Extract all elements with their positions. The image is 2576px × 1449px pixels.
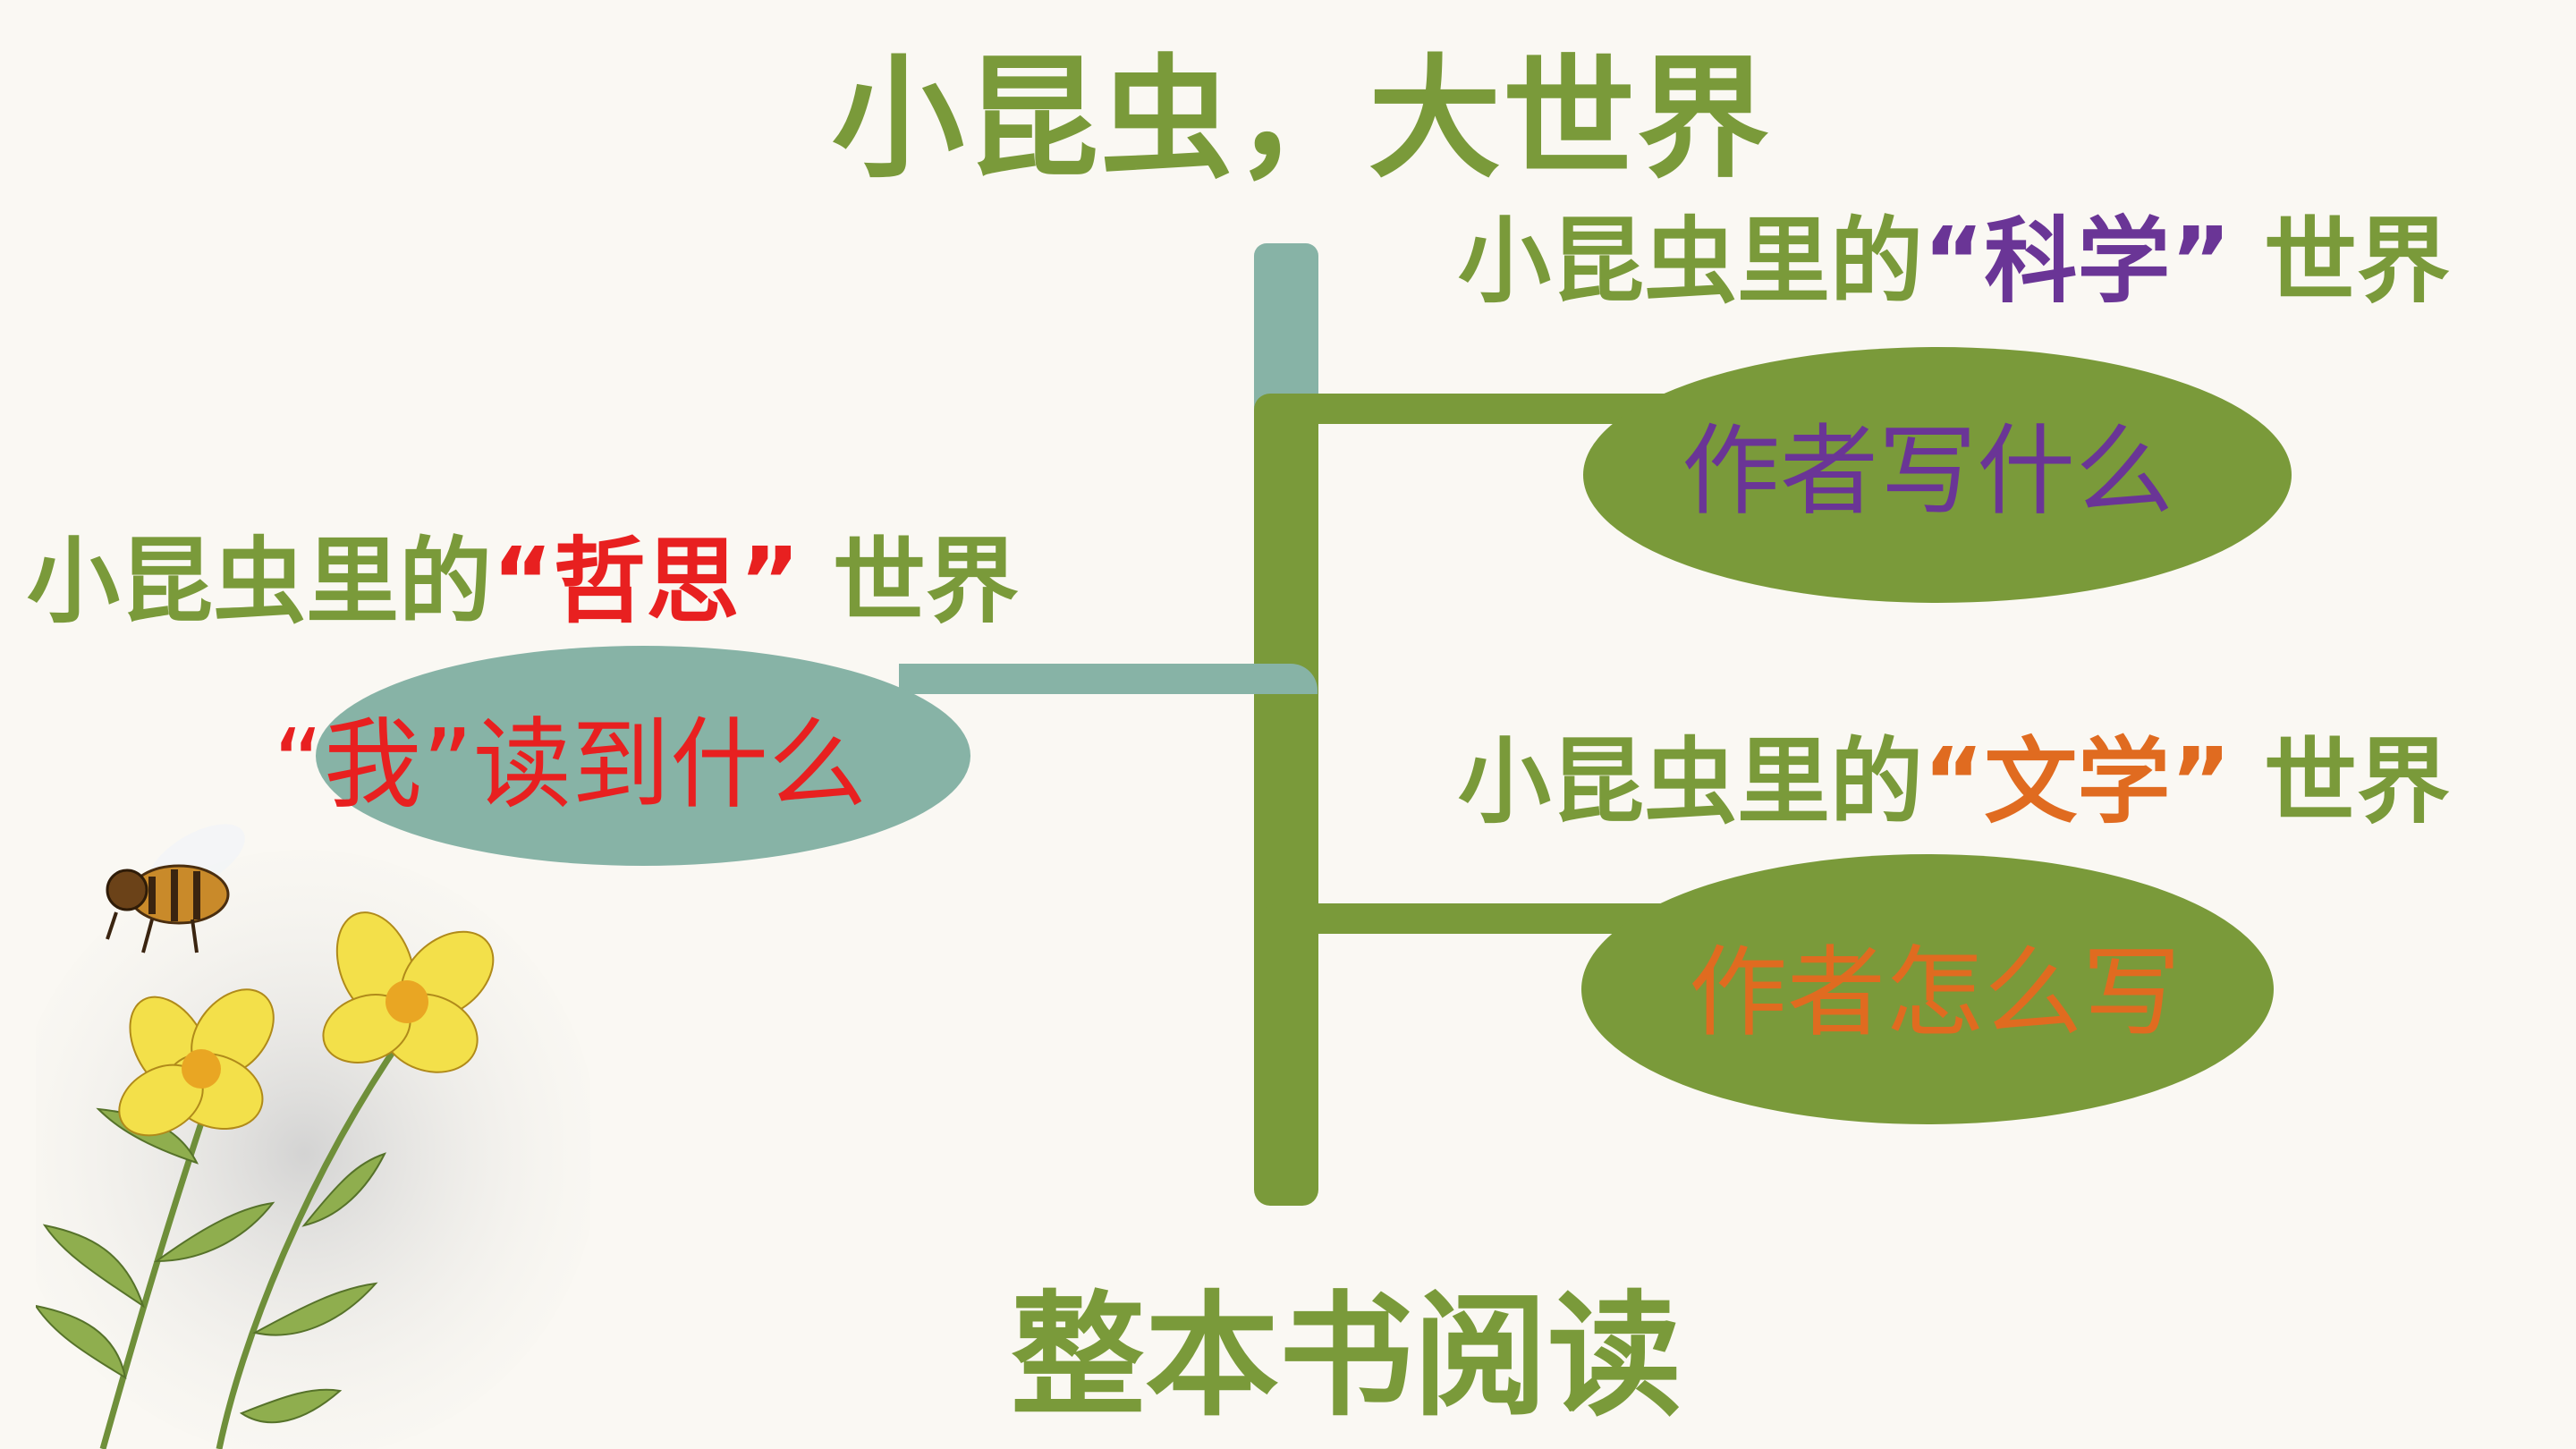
oval-what-author-writes: 作者写什么: [1583, 347, 2292, 603]
trunk-green: [1254, 394, 1318, 1206]
oval-how-author-writes: 作者怎么写: [1581, 854, 2274, 1124]
heading-literature: 小昆虫里的“文学” 世界: [1458, 735, 2450, 828]
bottom-title: 整本书阅读: [1011, 1279, 1682, 1435]
heading-science: 小昆虫里的“科学” 世界: [1458, 215, 2450, 308]
heading-prefix: 小昆虫里的: [1458, 207, 1924, 316]
heading-suffix: 世界: [800, 527, 1019, 636]
heading-prefix: 小昆虫里的: [27, 527, 493, 636]
heading-suffix: 世界: [2231, 207, 2450, 316]
oval-label: 作者写什么: [1682, 414, 2174, 529]
heading-highlight: “哲思”: [492, 527, 801, 636]
oval-label: 作者怎么写: [1689, 936, 2181, 1050]
heading-highlight: “文学”: [1923, 727, 2232, 836]
heading-philosophy: 小昆虫里的“哲思” 世界: [27, 535, 1019, 628]
bee-icon: [106, 824, 245, 953]
connector-right-bottom: [1254, 903, 1665, 934]
heading-prefix: 小昆虫里的: [1458, 727, 1924, 836]
heading-highlight: “科学”: [1923, 207, 2232, 316]
connector-left: [899, 664, 1318, 694]
page-title: 小昆虫，大世界: [832, 42, 1771, 196]
oval-label-what-i-read: “我”读到什么: [273, 708, 867, 822]
connector-right-top: [1254, 394, 1665, 424]
flower-illustration: [36, 824, 590, 1449]
oval-what-i-read: [316, 646, 970, 866]
heading-suffix: 世界: [2231, 727, 2450, 836]
